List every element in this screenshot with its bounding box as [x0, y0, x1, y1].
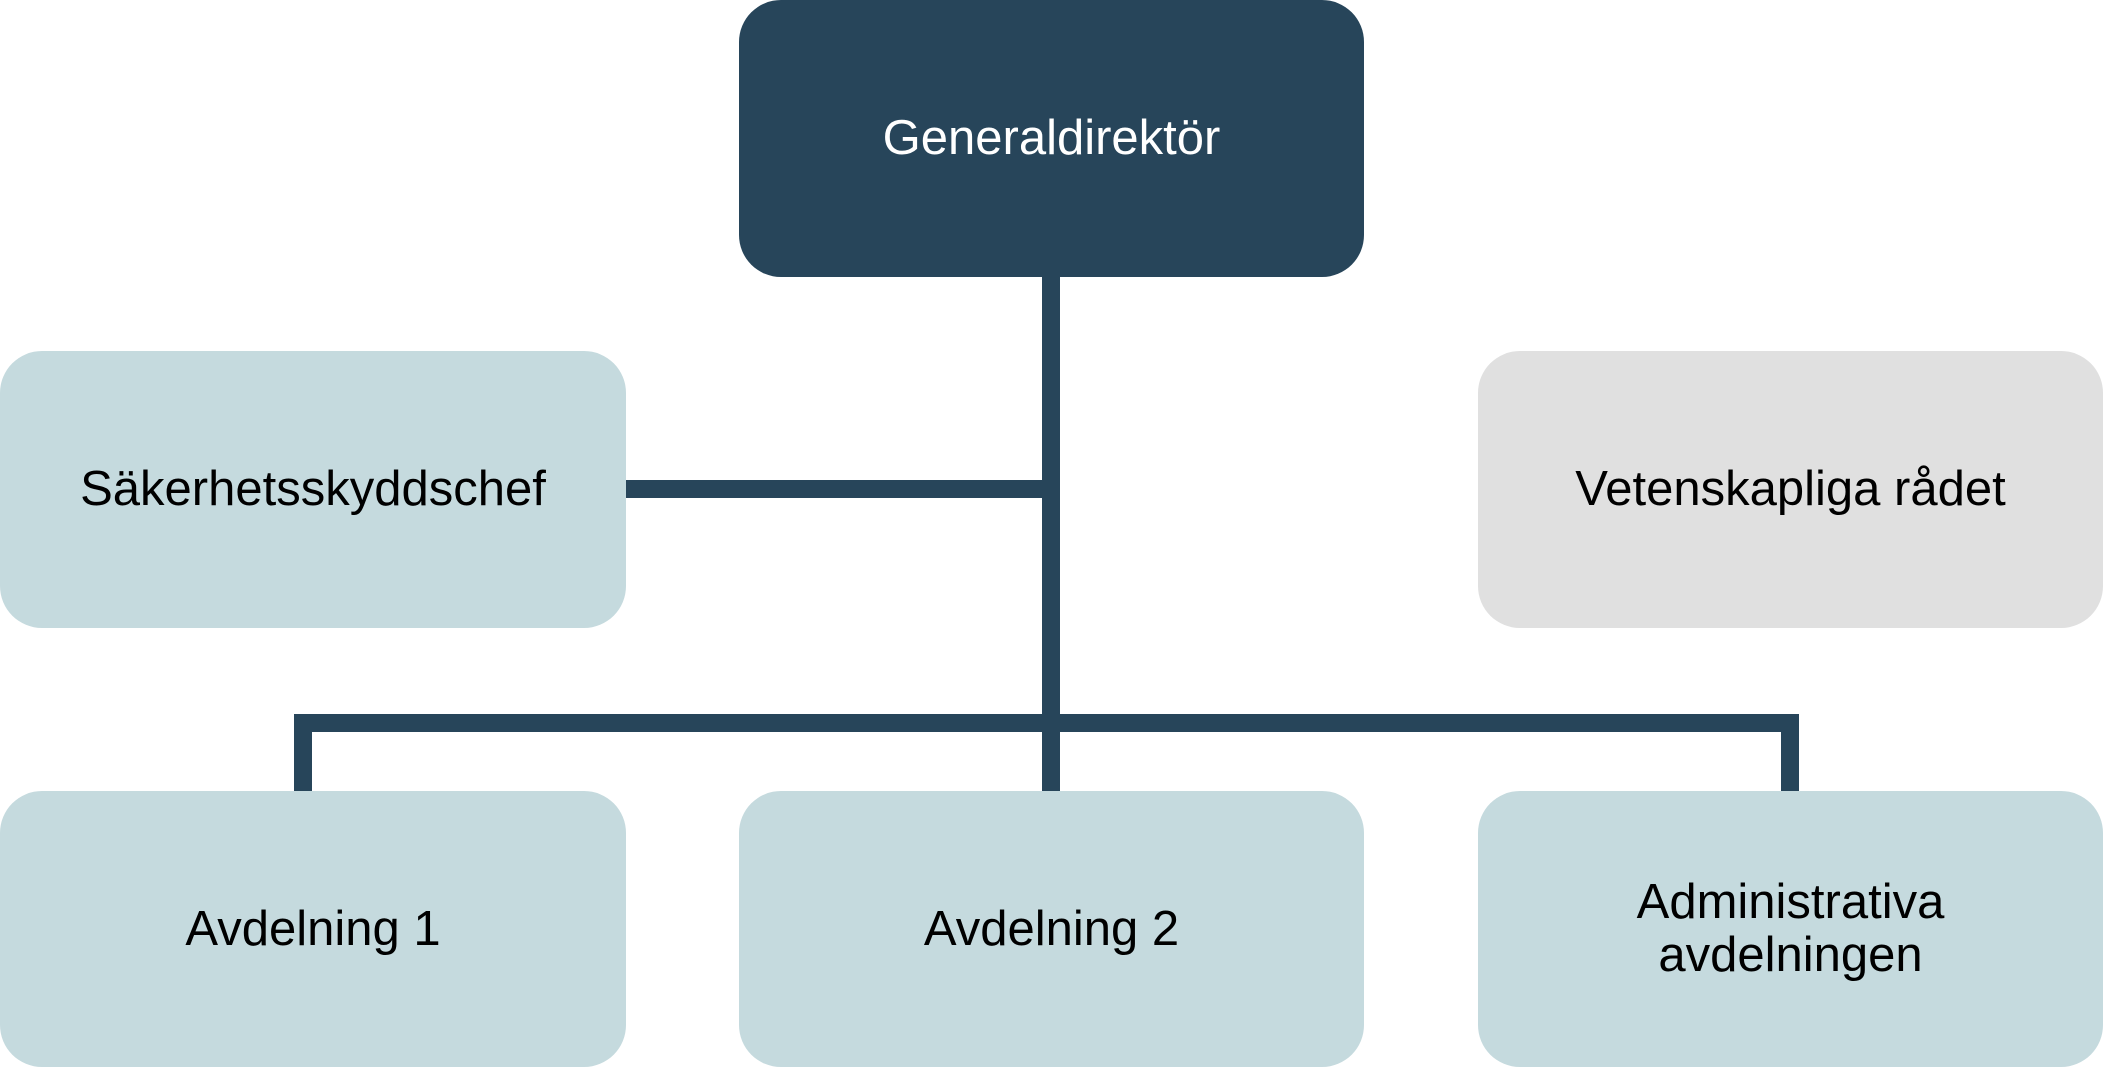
security-chief-label: Säkerhetsskyddschef	[80, 462, 546, 517]
security-branch-line	[625, 480, 1051, 498]
security-chief-box: Säkerhetsskyddschef	[0, 351, 626, 628]
dept1-drop-line	[294, 714, 312, 792]
scientific-council-label: Vetenskapliga rådet	[1575, 462, 2006, 517]
department-1-box: Avdelning 1	[0, 791, 626, 1067]
department-bus-line	[294, 714, 1799, 732]
director-box: Generaldirektör	[739, 0, 1364, 277]
administrative-department-label: Administrativa avdelningen	[1636, 875, 1945, 982]
administrative-department-box: Administrativa avdelningen	[1478, 791, 2103, 1067]
trunk-line	[1042, 276, 1060, 792]
department-1-label: Avdelning 1	[185, 901, 441, 956]
department-2-box: Avdelning 2	[739, 791, 1364, 1067]
admin-drop-line	[1781, 714, 1799, 792]
director-label: Generaldirektör	[882, 111, 1221, 166]
scientific-council-box: Vetenskapliga rådet	[1478, 351, 2103, 628]
department-2-label: Avdelning 2	[923, 901, 1180, 956]
